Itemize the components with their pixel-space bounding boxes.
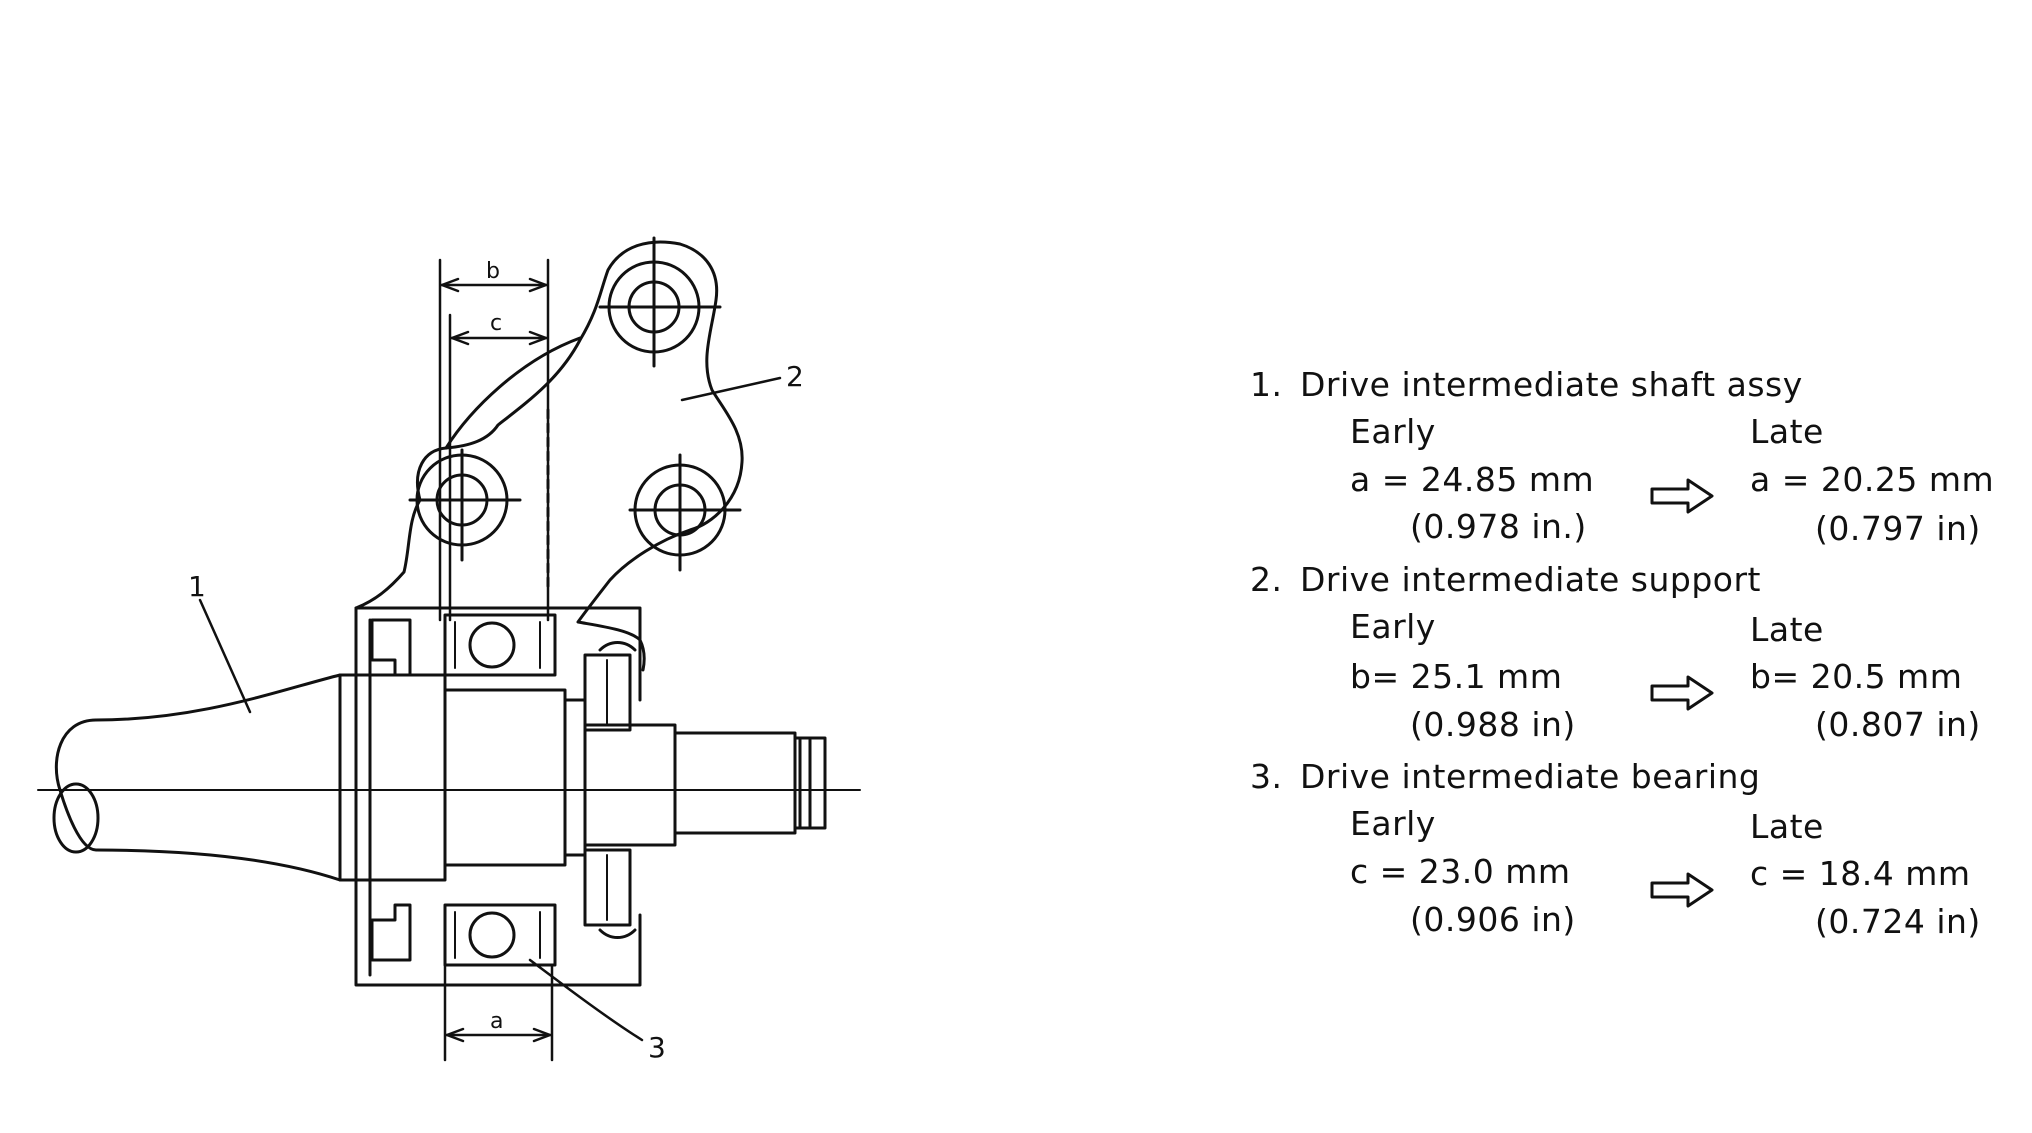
- shaft-step: [563, 698, 587, 857]
- dimension-a: [443, 963, 554, 1062]
- ball-bearing: [443, 613, 557, 967]
- item-2-number: 2.: [1250, 560, 1283, 599]
- item-3-early-value: c = 23.0 mm: [1350, 852, 1571, 891]
- item-2-early-label: Early: [1350, 607, 1436, 646]
- bolt-hole-top: [598, 236, 722, 368]
- item-3-early-label: Early: [1350, 804, 1436, 843]
- item-1-early-value: a = 24.85 mm: [1350, 460, 1595, 499]
- item-2-late-inch: (0.807 in): [1815, 705, 1981, 744]
- callout-3: 3: [648, 1031, 666, 1064]
- dimension-label-c: c: [490, 311, 502, 336]
- item-3-late-value: c = 18.4 mm: [1750, 854, 1971, 893]
- item-3-late-label: Late: [1750, 807, 1824, 846]
- item-1-late-inch: (0.797 in): [1815, 509, 1981, 548]
- bolt-hole-right: [628, 453, 742, 572]
- leader-line-2: [680, 376, 782, 402]
- dimension-c: [448, 313, 548, 622]
- item-1-title: Drive intermediate shaft assy: [1300, 365, 1803, 404]
- leader-line-1: [198, 598, 252, 714]
- item-3-number: 3.: [1250, 757, 1283, 796]
- shaft-end-journal: [673, 731, 797, 835]
- item-1-early-inch: (0.978 in.): [1410, 507, 1587, 546]
- dimension-b: [438, 258, 550, 622]
- callout-2: 2: [786, 360, 804, 393]
- item-3-early-inch: (0.906 in): [1410, 900, 1576, 939]
- bolt-hole-left: [408, 448, 522, 562]
- shaft-spline: [793, 736, 827, 830]
- item-3-title: Drive intermediate bearing: [1300, 757, 1761, 796]
- item-2-late-label: Late: [1750, 610, 1824, 649]
- item-1-arrow-icon: [1650, 478, 1714, 514]
- bearing-housing: [354, 606, 642, 987]
- item-2-early-inch: (0.988 in): [1410, 705, 1576, 744]
- shaft-body: [54, 673, 342, 882]
- leader-line-3: [528, 958, 644, 1042]
- oil-seal-left: [370, 618, 412, 962]
- item-2-title: Drive intermediate support: [1300, 560, 1761, 599]
- item-1-late-label: Late: [1750, 412, 1824, 451]
- item-3-arrow-icon: [1650, 872, 1714, 908]
- item-1-number: 1.: [1250, 365, 1283, 404]
- shaft-collar: [443, 688, 567, 867]
- item-3-late-inch: (0.724 in): [1815, 902, 1981, 941]
- needle-bearing-right: [583, 641, 637, 939]
- item-1-early-label: Early: [1350, 412, 1436, 451]
- support-fillet-line: [444, 336, 582, 450]
- item-2-early-value: b= 25.1 mm: [1350, 657, 1563, 696]
- item-1-late-value: a = 20.25 mm: [1750, 460, 1995, 499]
- shaft-neck: [583, 723, 677, 847]
- dimension-label-a: a: [490, 1009, 503, 1034]
- dimension-label-b: b: [486, 259, 500, 284]
- item-2-late-value: b= 20.5 mm: [1750, 657, 1963, 696]
- shaft-end: [52, 782, 100, 854]
- callout-1: 1: [188, 570, 206, 603]
- intermediate-support-outline: [354, 240, 744, 672]
- item-2-arrow-icon: [1650, 675, 1714, 711]
